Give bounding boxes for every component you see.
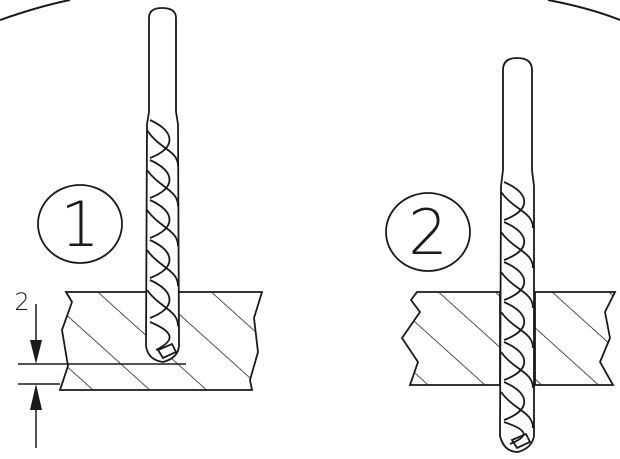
step-1-number: 1 — [60, 188, 99, 261]
depth-dimension — [18, 304, 186, 448]
depth-dimension-value: 2 — [14, 288, 29, 316]
frame-arc-right — [547, 0, 620, 21]
step-1-drill-bit — [145, 7, 180, 363]
frame-arc-left — [0, 0, 71, 21]
step-2-drill-bit — [499, 57, 535, 453]
step-2-workpiece — [400, 291, 617, 386]
step-2-group: 2 — [385, 57, 617, 453]
step-1-group: 1 2 — [14, 7, 264, 448]
step-2-number: 2 — [408, 196, 447, 269]
step-2-badge: 2 — [385, 192, 471, 272]
step-1-badge: 1 — [37, 184, 123, 264]
